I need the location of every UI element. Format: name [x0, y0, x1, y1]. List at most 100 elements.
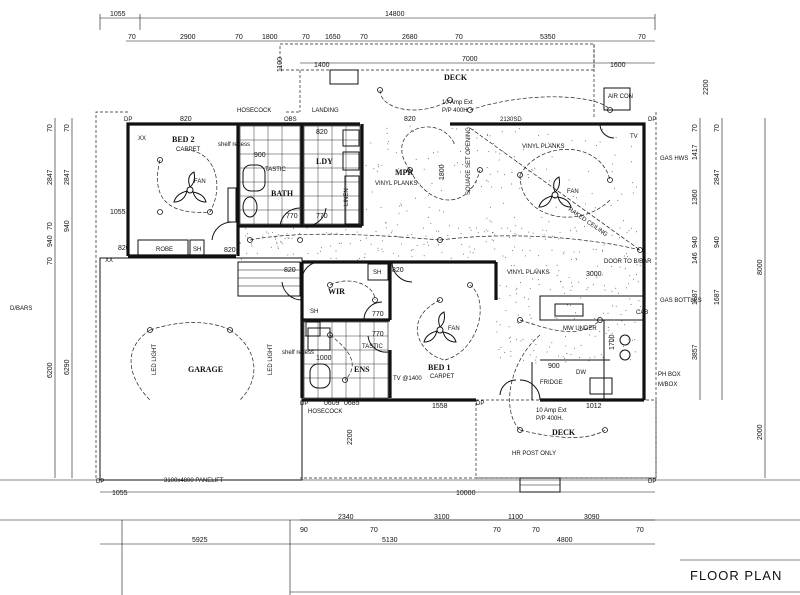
svg-text:70: 70 [302, 34, 310, 41]
svg-text:1100: 1100 [277, 57, 284, 72]
floor-stipple-dot [359, 257, 360, 259]
floor-stipple-dot [275, 238, 277, 240]
floor-stipple-dot [415, 197, 416, 199]
floor-stipple-dot [407, 234, 409, 236]
floor-stipple-dot [514, 233, 516, 235]
light-point-icon [157, 157, 163, 163]
svg-text:2130SD: 2130SD [500, 117, 522, 123]
floor-stipple-dot [456, 162, 458, 164]
svg-text:2847: 2847 [714, 169, 721, 185]
floor-stipple-dot [510, 341, 511, 343]
floor-stipple-dot [604, 285, 605, 287]
room-garage: GARAGE [188, 365, 223, 374]
svg-text:CAB: CAB [636, 310, 648, 316]
floor-stipple-dot [510, 355, 512, 357]
floor-stipple-dot [593, 284, 594, 286]
svg-text:HOSECOCK: HOSECOCK [308, 409, 342, 415]
floor-stipple-dot [474, 248, 476, 250]
floor-stipple-dot [266, 231, 268, 233]
floor-stipple-dot [401, 150, 403, 152]
floor-stipple-dot [541, 216, 543, 218]
floor-stipple-dot [450, 257, 452, 259]
floor-stipple-dot [549, 346, 550, 348]
bed2-shelf [189, 239, 205, 257]
floor-stipple-dot [608, 337, 610, 339]
floor-stipple-dot [246, 233, 248, 235]
floor-stipple-dot [536, 268, 538, 270]
floor-stipple-dot [587, 287, 589, 289]
svg-text:1100: 1100 [508, 514, 523, 521]
floor-stipple-dot [401, 205, 402, 207]
floor-stipple-dot [458, 227, 460, 229]
floor-stipple-dot [603, 312, 604, 314]
floor-stipple-dot [586, 240, 588, 242]
floor-stipple-dot [422, 227, 424, 229]
floor-stipple-dot [554, 317, 556, 319]
floor-stipple-dot [571, 285, 573, 287]
floor-stipple-dot [461, 244, 463, 245]
floor-stipple-dot [618, 292, 620, 294]
floor-stipple-dot [338, 243, 340, 244]
floor-stipple-dot [326, 232, 328, 234]
room-deck-top: DECK [444, 73, 468, 82]
floor-stipple-dot [411, 233, 413, 235]
svg-text:70: 70 [714, 124, 721, 132]
floor-stipple-dot [401, 243, 402, 245]
floor-stipple-dot [500, 346, 502, 348]
floor-stipple-dot [486, 133, 488, 135]
floor-stipple-dot [597, 265, 599, 267]
svg-text:0609: 0609 [324, 400, 340, 407]
floor-stipple-dot [441, 179, 443, 181]
svg-text:DOOR TO B/BAR: DOOR TO B/BAR [604, 259, 652, 265]
floor-stipple-dot [630, 161, 632, 163]
floor-stipple-dot [573, 318, 575, 320]
floor-stipple-dot [492, 240, 494, 242]
floor-stipple-dot [423, 255, 425, 257]
svg-text:940: 940 [714, 236, 721, 248]
floor-stipple-dot [548, 142, 549, 144]
floor-stipple-dot [438, 244, 440, 246]
floor-stipple-dot [621, 193, 623, 195]
floor-stipple-dot [556, 317, 558, 319]
floor-stipple-dot [591, 193, 593, 195]
svg-text:VINYL PLANKS: VINYL PLANKS [375, 181, 417, 187]
light-point-icon [447, 97, 453, 103]
svg-text:TASTIC: TASTIC [265, 167, 287, 173]
floor-stipple-dot [459, 171, 461, 173]
svg-text:HR POST ONLY: HR POST ONLY [512, 451, 556, 457]
floor-stipple-dot [499, 297, 501, 299]
floor-stipple-dot [615, 287, 617, 289]
floor-stipple-dot [624, 324, 626, 326]
floor-stipple-dot [321, 247, 322, 249]
floor-stipple-dot [555, 206, 557, 208]
floor-stipple-dot [542, 229, 544, 231]
floor-stipple-dot [608, 341, 610, 343]
floor-stipple-dot [564, 195, 566, 197]
svg-text:70: 70 [370, 527, 378, 534]
electrical-wiring [130, 89, 641, 438]
svg-text:3090: 3090 [584, 514, 600, 521]
floor-stipple-dot [440, 189, 442, 191]
svg-text:ROBE: ROBE [156, 247, 173, 253]
floor-stipple-dot [640, 306, 642, 308]
svg-text:70: 70 [47, 124, 54, 132]
floor-stipple-dot [529, 288, 531, 290]
floor-stipple-dot [612, 339, 614, 341]
svg-text:TASTIC: TASTIC [362, 344, 384, 350]
floor-stipple-dot [580, 327, 582, 329]
svg-text:DP: DP [124, 117, 132, 123]
floor-stipple-dot [574, 227, 576, 229]
floor-stipple-dot [394, 235, 396, 237]
floor-stipple-dot [509, 237, 511, 238]
floor-stipple-dot [411, 256, 413, 258]
svg-text:1558: 1558 [432, 403, 448, 410]
floor-stipple-dot [571, 282, 572, 284]
floor-stipple-dot [538, 284, 540, 285]
floor-stipple-dot [580, 297, 582, 299]
floor-stipple-dot [419, 183, 421, 185]
light-point-icon [477, 167, 483, 173]
floor-stipple-dot [371, 191, 373, 193]
floor-stipple-dot [532, 322, 534, 324]
door-swings [211, 123, 615, 401]
svg-text:XX: XX [105, 258, 113, 264]
